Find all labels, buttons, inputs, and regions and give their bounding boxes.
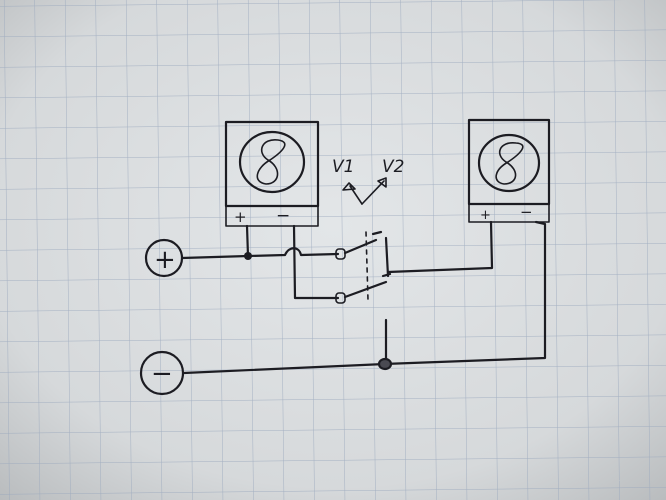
negative-supply-terminal: − [139, 350, 185, 396]
left-meter-filament-icon [256, 139, 286, 185]
wire-right-minus-down [382, 220, 547, 366]
wire-switch-to-right-meter [386, 220, 494, 274]
switch-mechanical-link [365, 231, 369, 301]
left-meter-dial-icon [238, 130, 306, 194]
left-meter: + − [224, 120, 320, 227]
right-meter-dial-icon [477, 133, 541, 193]
wire-left-minus-down [292, 224, 340, 300]
changeover-switch [335, 230, 392, 304]
switch-blade-upper [343, 230, 383, 255]
right-meter-plus-label: + [480, 208, 491, 223]
circuit-wires [180, 220, 547, 375]
junction-node-negative [377, 357, 393, 371]
wire-positive-to-junction [180, 254, 250, 260]
right-meter-minus-label: − [520, 203, 533, 221]
switch-label-v1: V1 [332, 157, 354, 177]
left-meter-plus-label: + [234, 208, 247, 226]
positive-supply-terminal: + [144, 238, 184, 278]
positive-terminal-symbol: + [154, 245, 176, 275]
wire-left-plus-terminal [245, 224, 250, 258]
switch-arrow-v1 [342, 182, 363, 205]
wire-negative-rail [182, 362, 386, 375]
right-meter-terminal-block [468, 203, 550, 223]
junction-dot-positive [244, 252, 252, 260]
negative-terminal-symbol: − [151, 359, 173, 389]
switch-label-v2: V2 [382, 157, 404, 177]
selector-arrows-icon: V1 V2 [332, 157, 404, 205]
negative-terminal-circle [139, 350, 185, 396]
positive-terminal-circle [144, 238, 184, 278]
left-meter-terminal-block [225, 205, 319, 227]
switch-pole [384, 236, 390, 278]
switch-arrow-v2 [361, 177, 387, 205]
right-meter: + − [467, 118, 551, 223]
left-meter-minus-label: − [276, 206, 290, 226]
right-meter-filament-icon [495, 142, 524, 185]
